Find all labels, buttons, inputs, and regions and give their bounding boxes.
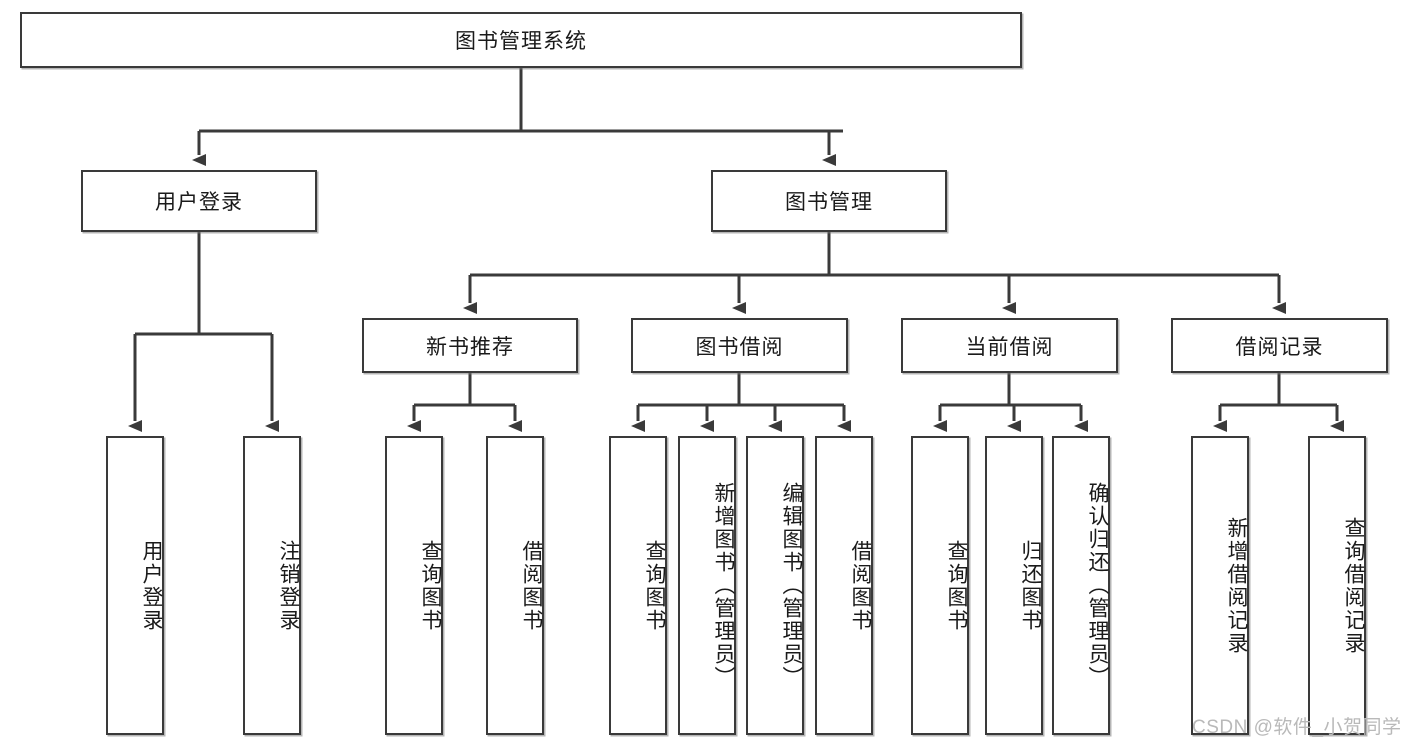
node-leaf-edit-book[interactable]: 编辑图书（管理员） (746, 436, 804, 735)
node-leaf-return-book[interactable]: 归还图书 (985, 436, 1043, 735)
node-leaf-confirm-return-label: 确认归还（管理员） (1086, 482, 1109, 689)
node-leaf-user-login-label: 用户登录 (140, 539, 163, 632)
node-book-manage-label: 图书管理 (785, 191, 873, 214)
node-leaf-query-book-2[interactable]: 查询图书 (609, 436, 667, 735)
node-leaf-borrow-book-1[interactable]: 借阅图书 (486, 436, 544, 735)
node-book-manage[interactable]: 图书管理 (711, 170, 947, 232)
node-leaf-query-book-3-label: 查询图书 (945, 539, 968, 632)
node-leaf-borrow-book-1-label: 借阅图书 (520, 539, 543, 632)
node-leaf-confirm-return[interactable]: 确认归还（管理员） (1052, 436, 1110, 735)
node-new-book-rec-label: 新书推荐 (426, 335, 514, 359)
node-leaf-query-record[interactable]: 查询借阅记录 (1308, 436, 1366, 735)
node-leaf-add-book[interactable]: 新增图书（管理员） (678, 436, 736, 735)
node-leaf-query-book-2-label: 查询图书 (643, 539, 666, 632)
node-borrow-record-label: 借阅记录 (1235, 335, 1324, 359)
node-leaf-logout[interactable]: 注销登录 (243, 436, 301, 735)
node-leaf-borrow-book-2[interactable]: 借阅图书 (815, 436, 873, 735)
node-leaf-user-login[interactable]: 用户登录 (106, 436, 164, 735)
node-leaf-add-record[interactable]: 新增借阅记录 (1191, 436, 1249, 735)
node-leaf-add-book-label: 新增图书（管理员） (712, 482, 735, 689)
node-leaf-return-book-label: 归还图书 (1019, 539, 1042, 632)
node-leaf-query-book-1[interactable]: 查询图书 (385, 436, 443, 735)
node-current-borrow-label: 当前借阅 (965, 335, 1054, 359)
node-leaf-query-book-1-label: 查询图书 (419, 539, 442, 632)
node-borrow-record[interactable]: 借阅记录 (1171, 318, 1388, 373)
node-leaf-borrow-book-2-label: 借阅图书 (849, 539, 872, 632)
node-user-login[interactable]: 用户登录 (81, 170, 317, 232)
node-book-borrow[interactable]: 图书借阅 (631, 318, 848, 373)
node-leaf-query-book-3[interactable]: 查询图书 (911, 436, 969, 735)
node-root-label: 图书管理系统 (455, 30, 587, 53)
node-new-book-rec[interactable]: 新书推荐 (362, 318, 578, 373)
node-leaf-logout-label: 注销登录 (277, 539, 300, 632)
csdn-watermark: CSDN @软件_小贺同学 (1192, 717, 1402, 738)
node-leaf-query-record-label: 查询借阅记录 (1342, 516, 1365, 655)
node-root[interactable]: 图书管理系统 (20, 12, 1022, 68)
node-user-login-label: 用户登录 (155, 191, 243, 214)
node-leaf-edit-book-label: 编辑图书（管理员） (780, 482, 803, 689)
node-leaf-add-record-label: 新增借阅记录 (1225, 516, 1248, 655)
node-current-borrow[interactable]: 当前借阅 (901, 318, 1118, 373)
node-book-borrow-label: 图书借阅 (695, 335, 784, 359)
